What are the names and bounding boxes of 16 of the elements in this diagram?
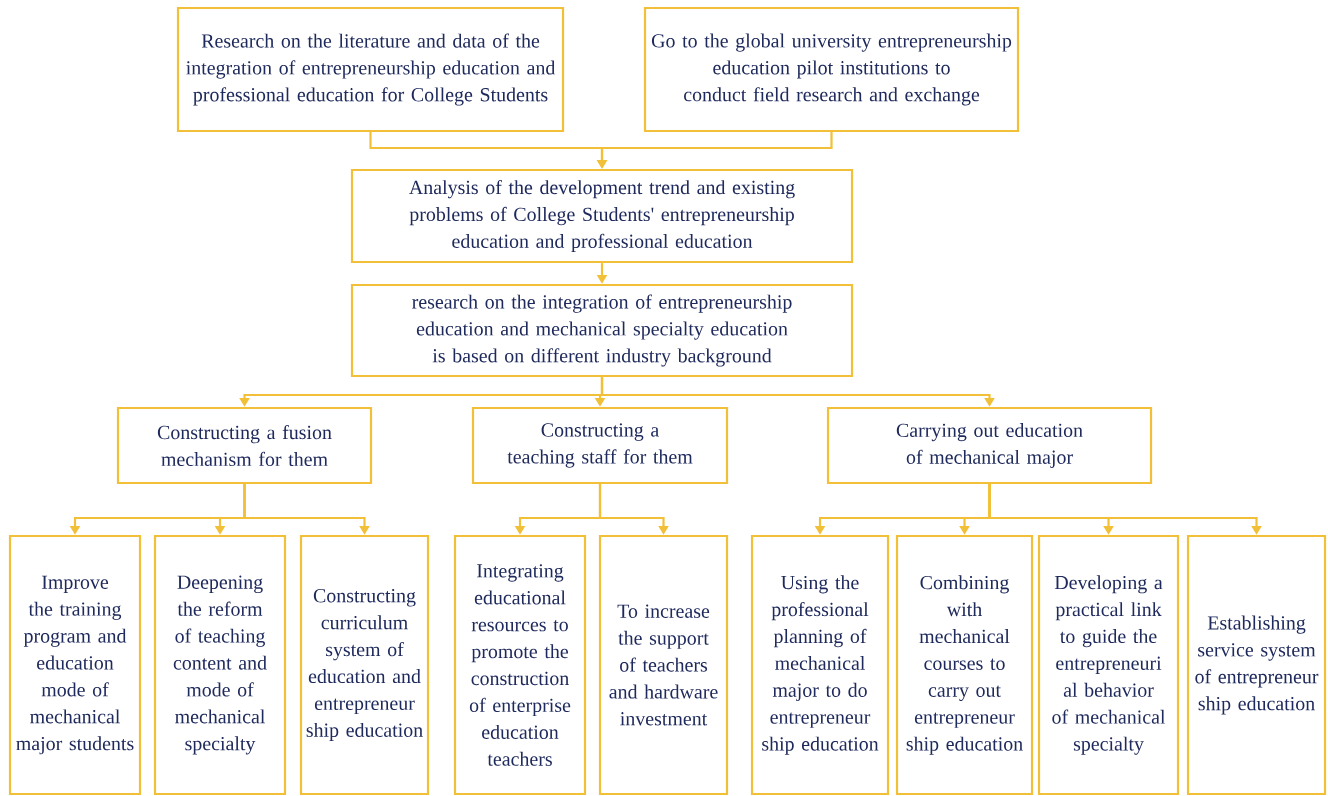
process-box: Carrying out education of mechanical major <box>826 406 1153 485</box>
process-box: Integrating educational resources to promote the construction of enterprise education teachers <box>453 534 587 796</box>
process-box: Combining with mechanical courses to carry out entrepreneur ship education <box>895 534 1034 796</box>
process-box: Constructing a fusion mechanism for them <box>116 406 373 485</box>
process-box: Constructing curriculum system of education and entrepreneur ship education <box>299 534 430 796</box>
process-box: Establishing service system of entrepreneur ship education <box>1186 534 1327 796</box>
process-box: Constructing a teaching staff for them <box>471 406 729 485</box>
process-box: Research on the literature and data of the integration of entrepreneurship education and professional education for College Students <box>176 6 565 133</box>
process-box: Analysis of the development trend and existing problems of College Students' entrepreneurship education and professional education <box>350 168 854 264</box>
process-box: Deepening the reform of teaching content and mode of mechanical specialty <box>153 534 287 796</box>
process-box: Using the professional planning of mechanical major to do entrepreneur ship education <box>750 534 890 796</box>
process-box: research on the integration of entrepreneurship education and mechanical specialty education is based on different industry background <box>350 283 854 378</box>
process-box: Improve the training program and education mode of mechanical major students <box>8 534 142 796</box>
process-box: Go to the global university entrepreneurship education pilot institutions to conduct field research and exchange <box>643 6 1020 133</box>
process-box: Developing a practical link to guide the entrepreneuri al behavior of mechanical specialty <box>1037 534 1180 796</box>
process-box: To increase the support of teachers and hardware investment <box>598 534 729 796</box>
